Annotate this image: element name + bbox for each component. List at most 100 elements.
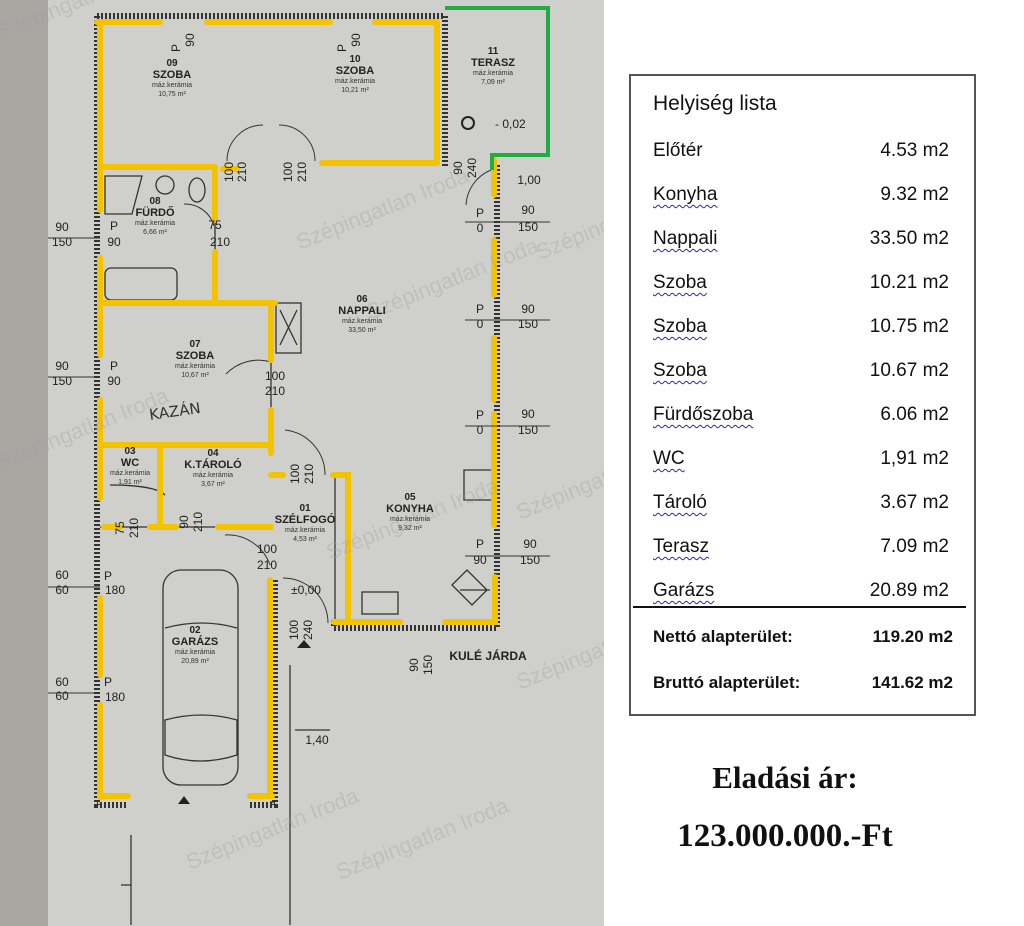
dimension-label: 150 bbox=[518, 220, 538, 234]
dimension-label: 210 bbox=[235, 162, 249, 182]
dimension-label: 90 bbox=[55, 359, 69, 373]
room-area: 3,67 m² bbox=[201, 481, 225, 488]
dimension-label: 100 bbox=[288, 464, 302, 484]
highlighted-walls bbox=[94, 19, 498, 800]
gross-area-row: Bruttó alapterület: 141.62 m2 bbox=[653, 673, 953, 693]
entry-level: ±0,00 bbox=[291, 583, 321, 597]
dimension-label: P bbox=[476, 302, 484, 316]
room-name: Terasz bbox=[653, 536, 709, 557]
room-name: SZOBA bbox=[153, 69, 192, 81]
terrace-level: - 0,02 bbox=[495, 117, 526, 131]
room-area: 4,53 m² bbox=[293, 536, 317, 543]
dimension-label: 1,00 bbox=[517, 173, 541, 187]
room-name: Szoba bbox=[653, 360, 707, 381]
room-name: WC bbox=[121, 457, 139, 469]
dimension-label: P bbox=[476, 537, 484, 551]
room-list-item: Nappali 33.50 m2 bbox=[653, 228, 949, 254]
entrance-arrow-icon bbox=[178, 796, 190, 804]
room-floor: máz.kerámia bbox=[175, 363, 215, 370]
room-area: 6,66 m² bbox=[143, 229, 167, 236]
dimension-label: 1,40 bbox=[305, 733, 329, 747]
room-number: 07 bbox=[189, 339, 201, 350]
room-area: 10,67 m² bbox=[181, 372, 209, 379]
dimension-label: 90 bbox=[183, 33, 197, 47]
dimension-label: 0 bbox=[477, 317, 484, 331]
room-area: 10.21 m2 bbox=[869, 272, 949, 293]
room-area: 33,50 m² bbox=[348, 327, 376, 334]
room-area: 7,09 m² bbox=[481, 79, 505, 86]
dimension-label: 240 bbox=[301, 620, 315, 640]
room-area: 20,89 m² bbox=[181, 658, 209, 665]
room-floor: máz.kerámia bbox=[175, 649, 215, 656]
dimension-label: 90 bbox=[107, 235, 121, 249]
room-list-item: Szoba 10.21 m2 bbox=[653, 272, 949, 298]
dimension-label: 100 bbox=[222, 162, 236, 182]
dimension-label: 210 bbox=[127, 518, 141, 538]
room-floor: máz.kerámia bbox=[473, 70, 513, 77]
dimension-label: P bbox=[110, 219, 118, 233]
dimension-label: 150 bbox=[52, 235, 72, 249]
room-name: Garázs bbox=[653, 580, 715, 601]
room-number: 02 bbox=[189, 625, 201, 636]
dimension-label: 210 bbox=[210, 235, 230, 249]
dimension-label: 210 bbox=[191, 512, 205, 532]
dimension-label: 210 bbox=[257, 558, 277, 572]
room-name: Fürdőszoba bbox=[653, 404, 754, 425]
room-floor: máz.kerámia bbox=[193, 472, 233, 479]
entrance-arrow-icon bbox=[297, 640, 311, 648]
dimension-label: 150 bbox=[52, 374, 72, 388]
dimension-label: 210 bbox=[265, 384, 285, 398]
dimension-label: 90 bbox=[523, 537, 537, 551]
dimension-label: 210 bbox=[302, 464, 316, 484]
room-number: 10 bbox=[349, 54, 361, 65]
room-area: 10.67 m2 bbox=[869, 360, 949, 381]
dimension-label: 90 bbox=[177, 515, 191, 529]
room-area: 33.50 m2 bbox=[869, 228, 949, 249]
dimension-label: P bbox=[169, 44, 183, 52]
room-area: 10,21 m² bbox=[341, 87, 369, 94]
level-marker-icon bbox=[461, 116, 475, 130]
dimension-label: 150 bbox=[520, 553, 540, 567]
dimension-label: 90 bbox=[521, 302, 535, 316]
gross-area-value: 141.62 m2 bbox=[871, 673, 953, 692]
dimension-label: 100 bbox=[257, 542, 277, 556]
room-number: 05 bbox=[404, 492, 416, 503]
room-name: Tároló bbox=[653, 492, 707, 513]
room-area: 3.67 m2 bbox=[880, 492, 949, 513]
room-number: 11 bbox=[488, 46, 499, 57]
room-list-item: Szoba 10.67 m2 bbox=[653, 360, 949, 386]
room-name: Szoba bbox=[653, 272, 707, 293]
dimension-label: 90 bbox=[107, 374, 121, 388]
room-name: SZOBA bbox=[176, 350, 215, 362]
net-area-label: Nettó alapterület: bbox=[653, 627, 793, 646]
room-area: 4.53 m2 bbox=[880, 140, 949, 161]
dimension-label: 0 bbox=[477, 221, 484, 235]
room-name: SZOBA bbox=[336, 65, 375, 77]
dimension-label: P bbox=[110, 359, 118, 373]
room-floor: máz.kerámia bbox=[342, 318, 382, 325]
dimension-label: 0 bbox=[477, 423, 484, 437]
room-number: 01 bbox=[299, 503, 311, 514]
dimension-label: 210 bbox=[295, 162, 309, 182]
dimension-label: 100 bbox=[287, 620, 301, 640]
room-number: 04 bbox=[207, 448, 219, 459]
net-area-value: 119.20 m2 bbox=[872, 627, 953, 646]
room-name: Szoba bbox=[653, 316, 707, 337]
room-floor: máz.kerámia bbox=[135, 220, 175, 227]
dimension-label: 75 bbox=[208, 218, 222, 232]
room-name: Nappali bbox=[653, 228, 718, 249]
room-number: 03 bbox=[124, 446, 136, 457]
gross-area-label: Bruttó alapterület: bbox=[653, 673, 801, 692]
